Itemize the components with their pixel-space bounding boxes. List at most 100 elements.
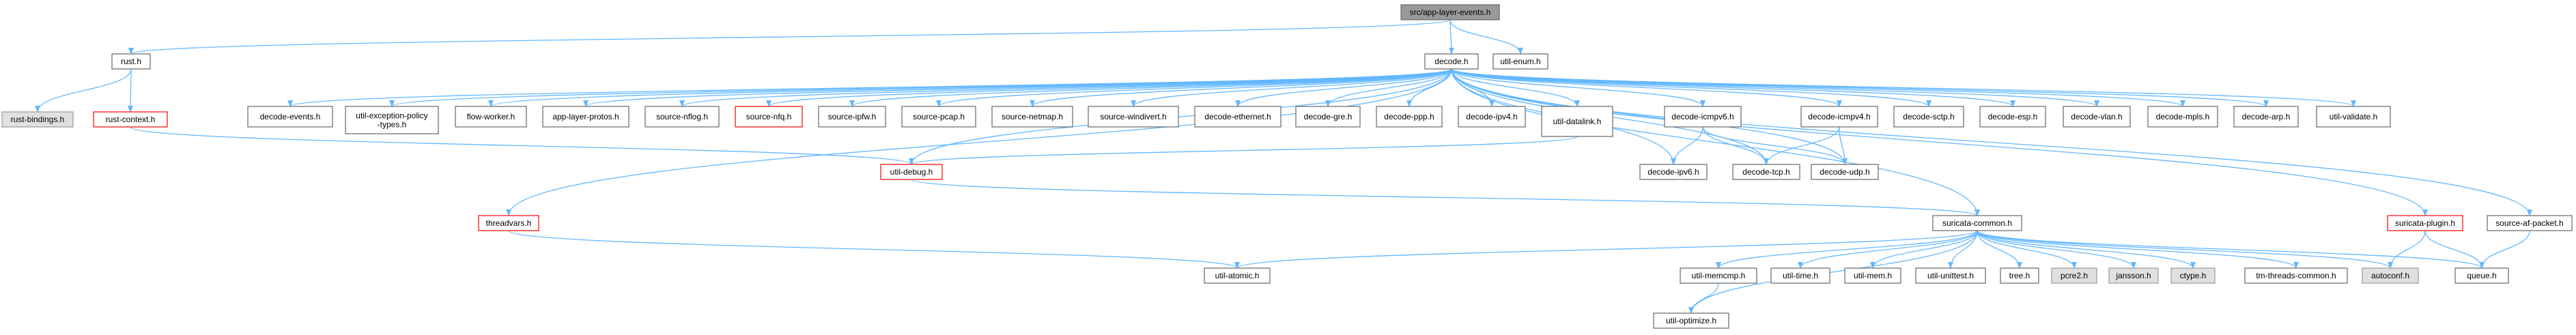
node-decodeesp-box xyxy=(1979,106,2046,128)
node-sourceafpacket-label: source-af-packet.h xyxy=(2495,218,2563,228)
node-tree[interactable]: tree.h xyxy=(2000,267,2039,284)
node-utiltime[interactable]: util-time.h xyxy=(1770,267,1830,284)
node-autoconf[interactable]: autoconf.h xyxy=(2362,267,2419,284)
edge-decode-to-sourceipfw xyxy=(849,68,1452,107)
node-decodetcp-label: decode-tcp.h xyxy=(1742,167,1789,177)
edge-decodeicmpv6-to-decodeipv6 xyxy=(1671,126,1703,165)
edge-decode-to-sourcenfq xyxy=(766,68,1452,107)
edge-decode-to-sourcenetmap xyxy=(1030,68,1452,107)
node-decodesctp[interactable]: decode-sctp.h xyxy=(1893,106,1964,128)
node-suricataplugin[interactable]: suricata-plugin.h xyxy=(2387,215,2463,231)
node-utilatomic[interactable]: util-atomic.h xyxy=(1204,267,1271,284)
edge-decode-to-applayerprotos xyxy=(583,68,1452,107)
node-tree-box xyxy=(2000,267,2039,284)
node-pcre2-label: pcre2.h xyxy=(2061,271,2088,280)
edge-root-to-utilenum xyxy=(1449,19,1523,55)
node-rustcontext[interactable]: rust-context.h xyxy=(93,111,168,128)
node-sourcenflog[interactable]: source-nflog.h xyxy=(645,106,720,128)
node-sourceafpacket[interactable]: source-af-packet.h xyxy=(2487,215,2573,231)
edge-suricataplugin-to-autoconf xyxy=(2388,230,2426,269)
node-utildebug[interactable]: util-debug.h xyxy=(880,164,943,180)
node-ctype[interactable]: ctype.h xyxy=(2170,267,2216,284)
node-sourcenetmap[interactable]: source-netmap.h xyxy=(991,106,1073,128)
node-flowworker[interactable]: flow-worker.h xyxy=(455,106,527,128)
node-sourcepcap[interactable]: source-pcap.h xyxy=(901,106,976,128)
node-sourcenfq[interactable]: source-nfq.h xyxy=(735,106,803,128)
node-decodevlan[interactable]: decode-vlan.h xyxy=(2063,106,2131,128)
node-applayerprotos[interactable]: app-layer-protos.h xyxy=(542,106,629,128)
node-decodeethernet-label: decode-ethernet.h xyxy=(1204,112,1271,121)
node-decodearp[interactable]: decode-arp.h xyxy=(2233,106,2299,128)
node-queue[interactable]: queue.h xyxy=(2454,267,2509,284)
node-suricatacommon[interactable]: suricata-common.h xyxy=(1932,215,2022,231)
edge-decode-to-suricataplugin xyxy=(1451,68,2428,216)
node-decodesctp-box xyxy=(1893,106,1964,128)
node-decodetcp-box xyxy=(1732,164,1800,180)
node-utilvalidate[interactable]: util-validate.h xyxy=(2316,106,2391,128)
node-sourceipfw-box xyxy=(818,106,886,128)
node-rustbindings-box xyxy=(1,111,74,128)
node-rust[interactable]: rust.h xyxy=(111,53,151,70)
node-decode[interactable]: decode.h xyxy=(1424,53,1479,70)
node-decodeevents[interactable]: decode-events.h xyxy=(247,106,333,128)
node-decodetcp[interactable]: decode-tcp.h xyxy=(1732,164,1800,180)
node-sourcenflog-label: source-nflog.h xyxy=(656,112,708,121)
node-utiloptimize-label: util-optimize.h xyxy=(1666,316,1716,325)
node-queue-label: queue.h xyxy=(2467,271,2496,280)
node-tmthreads[interactable]: tm-threads-common.h xyxy=(2244,267,2348,284)
node-applayerprotos-label: app-layer-protos.h xyxy=(552,112,619,121)
node-decodeipv4[interactable]: decode-ipv4.h xyxy=(1458,106,1526,128)
node-applayerprotos-box xyxy=(542,106,629,128)
node-decodesctp-label: decode-sctp.h xyxy=(1903,112,1954,121)
edge-decode-to-decodeesp xyxy=(1451,68,2015,107)
edge-decode-to-decodempls xyxy=(1451,68,2185,107)
node-utilmem[interactable]: util-mem.h xyxy=(1844,267,1901,284)
node-decodeicmpv6[interactable]: decode-icmpv6.h xyxy=(1664,106,1742,128)
node-sourceipfw[interactable]: source-ipfw.h xyxy=(818,106,886,128)
node-utilenum[interactable]: util-enum.h xyxy=(1492,53,1548,70)
node-utilunittest[interactable]: util-unittest.h xyxy=(1915,267,1986,284)
edge-suricatacommon-to-utilunittest xyxy=(1948,230,1978,269)
node-decodempls[interactable]: decode-mpls.h xyxy=(2147,106,2218,128)
node-root[interactable]: src/app-layer-events.h xyxy=(1400,4,1500,20)
node-threadvars[interactable]: threadvars.h xyxy=(478,215,539,231)
node-decodeevents-box xyxy=(247,106,333,128)
node-utildatalink[interactable]: util-datalink.h xyxy=(1541,106,1613,137)
node-decodeipv6-box xyxy=(1639,164,1708,180)
node-sourcenetmap-label: source-netmap.h xyxy=(1002,112,1063,121)
node-utilenum-box xyxy=(1492,53,1548,70)
node-sourcewindivert-box xyxy=(1088,106,1179,128)
node-decodeipv6[interactable]: decode-ipv6.h xyxy=(1639,164,1708,180)
node-decodeesp[interactable]: decode-esp.h xyxy=(1979,106,2046,128)
node-utilmemcmp[interactable]: util-memcmp.h xyxy=(1680,267,1757,284)
node-decodeicmpv4[interactable]: decode-icmpv4.h xyxy=(1800,106,1878,128)
node-jansson-label: jansson.h xyxy=(2115,271,2151,280)
node-sourcewindivert[interactable]: source-windivert.h xyxy=(1088,106,1179,128)
node-utilatomic-box xyxy=(1204,267,1271,284)
node-utilexc[interactable]: util-exception-policy-types.h xyxy=(345,106,439,134)
edge-suricatacommon-to-utilatomic xyxy=(1234,230,1978,269)
node-decodeppp-box xyxy=(1376,106,1443,128)
node-decodeethernet[interactable]: decode-ethernet.h xyxy=(1194,106,1282,128)
edge-decode-to-decodevlan xyxy=(1451,68,2099,107)
node-decodeethernet-box xyxy=(1194,106,1282,128)
node-utilmem-box xyxy=(1844,267,1901,284)
node-pcre2[interactable]: pcre2.h xyxy=(2051,267,2097,284)
node-decode-label: decode.h xyxy=(1434,57,1468,66)
node-decodeppp[interactable]: decode-ppp.h xyxy=(1376,106,1443,128)
node-root-label: src/app-layer-events.h xyxy=(1410,8,1491,17)
node-utilvalidate-box xyxy=(2316,106,2391,128)
edge-suricatacommon-to-utilmem xyxy=(1870,230,1978,269)
node-decodeicmpv4-box xyxy=(1800,106,1878,128)
node-decodeudp[interactable]: decode-udp.h xyxy=(1811,164,1879,180)
node-jansson[interactable]: jansson.h xyxy=(2108,267,2159,284)
node-sourcenflog-box xyxy=(645,106,720,128)
node-utilexc-box xyxy=(345,106,439,134)
edge-decodeicmpv4-to-decodetcp xyxy=(1764,126,1840,165)
node-utiloptimize[interactable]: util-optimize.h xyxy=(1653,312,1729,329)
node-sourceipfw-label: source-ipfw.h xyxy=(828,112,877,121)
node-suricataplugin-label: suricata-plugin.h xyxy=(2395,218,2455,228)
node-rustbindings[interactable]: rust-bindings.h xyxy=(1,111,74,128)
node-decodegre[interactable]: decode-gre.h xyxy=(1295,106,1361,128)
